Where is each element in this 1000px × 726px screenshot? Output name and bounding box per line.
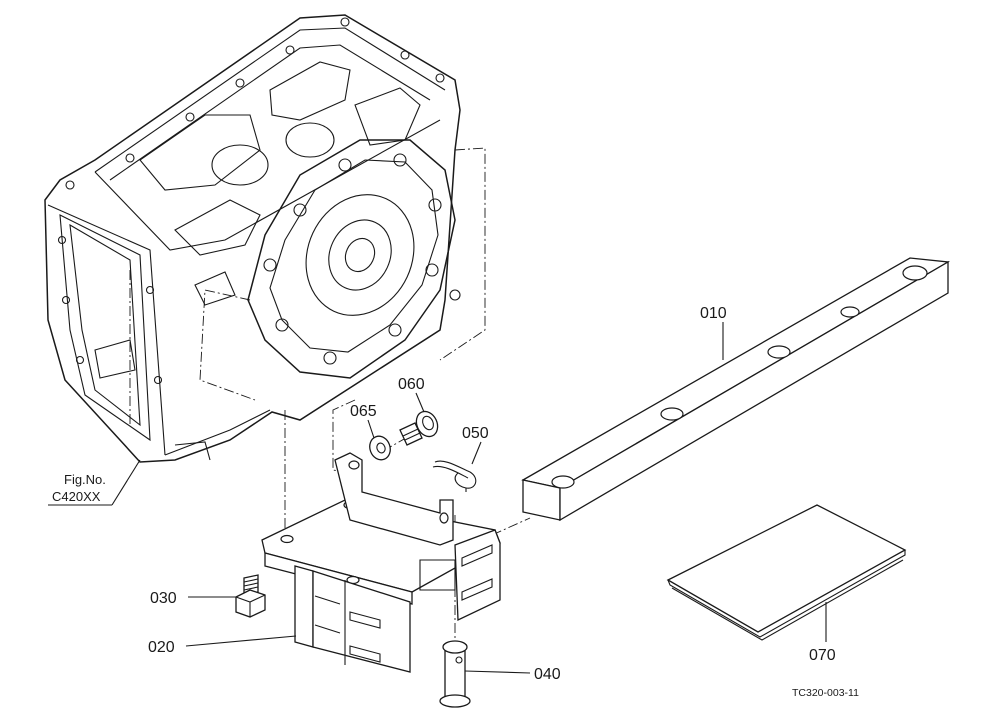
callout-030: 030: [150, 590, 177, 607]
callout-010: 010: [700, 305, 727, 322]
pin-040: [439, 640, 471, 708]
callout-020: 020: [148, 639, 175, 656]
callout-040: 040: [534, 666, 561, 683]
ref-note-line2: C420XX: [52, 489, 101, 504]
drawing-code: TC320-003-11: [792, 687, 859, 699]
callout-065: 065: [350, 403, 377, 420]
callout-070: 070: [809, 647, 836, 664]
clip-050: [432, 460, 477, 492]
ref-note-line1: Fig.No.: [64, 472, 106, 487]
bolt-030: [235, 574, 266, 618]
drawbar-bracket: [261, 452, 501, 673]
leader-lines: [48, 322, 827, 674]
washer-065: [369, 435, 391, 461]
bolt-060: [399, 410, 439, 446]
callout-labels: 010 020 030 040 050 060 065 070 Fig.No. …: [52, 305, 859, 699]
callout-050: 050: [462, 425, 489, 442]
callout-060: 060: [398, 376, 425, 393]
manual-070: [666, 504, 907, 641]
drawbar: [521, 257, 951, 522]
transmission-case: [44, 14, 486, 463]
